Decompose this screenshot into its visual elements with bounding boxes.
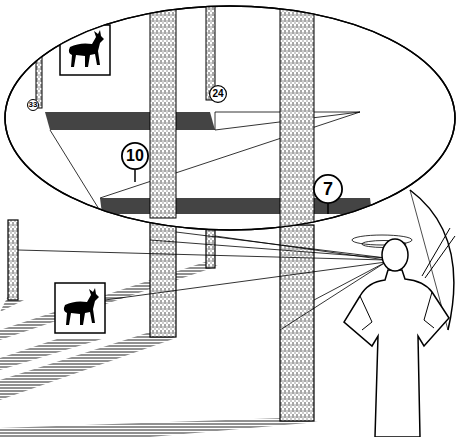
tree-trunk <box>206 0 215 100</box>
deer-target <box>55 283 105 333</box>
distance-marker: 7 <box>313 174 343 204</box>
callout-number: 7 <box>323 180 333 198</box>
marker-circle-shape <box>28 100 39 111</box>
tree-trunk <box>280 0 314 230</box>
marker-circle-shape <box>122 143 148 169</box>
marker-stem <box>327 204 329 214</box>
perspective-line <box>50 130 102 214</box>
bubble-scene <box>36 0 372 230</box>
marker-stem <box>134 170 136 182</box>
sight-line <box>18 232 386 330</box>
tree-trunk <box>150 0 176 218</box>
callout-number: 33 <box>29 101 38 109</box>
archer-figure <box>344 239 449 437</box>
tree-trunk <box>36 0 42 108</box>
tree-trunk <box>8 220 314 421</box>
distance-marker: 10 <box>121 142 149 170</box>
distance-marker: 33 <box>27 99 39 111</box>
marker-circle-shape <box>314 175 342 203</box>
thought-bubble <box>5 6 455 230</box>
distance-plane <box>45 112 215 130</box>
marker-circle-shape <box>210 86 227 103</box>
callout-number: 10 <box>126 148 144 164</box>
bubble-outline <box>5 6 455 230</box>
distance-marker: 24 <box>209 85 227 103</box>
callout-number: 24 <box>212 89 223 99</box>
